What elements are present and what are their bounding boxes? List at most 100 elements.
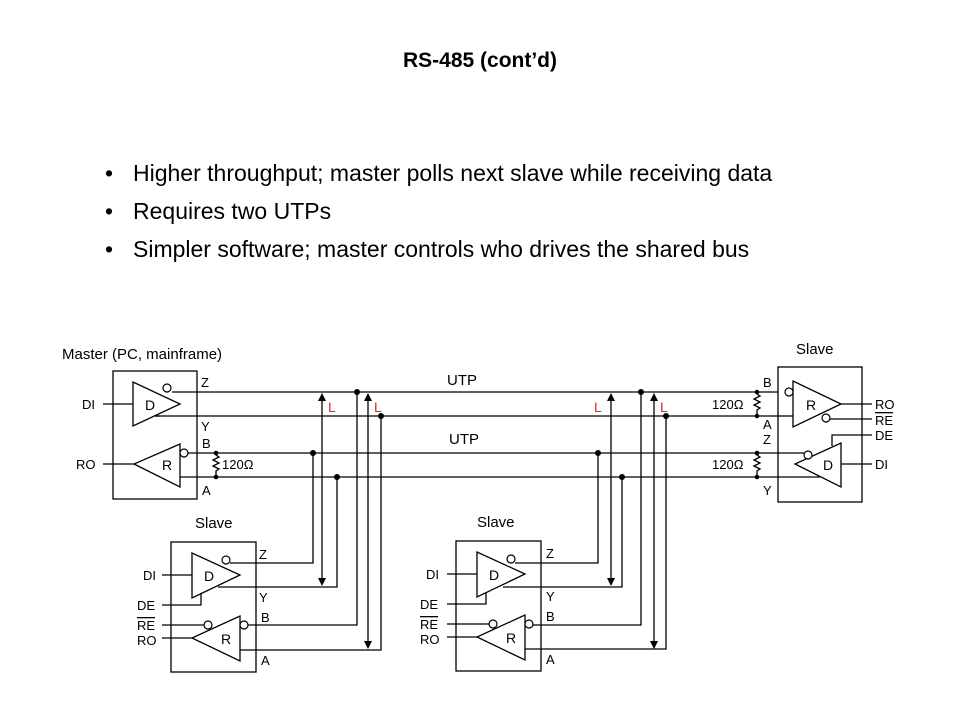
- slave-middle-box: [455, 540, 542, 672]
- slave-right-receiver-label: R: [806, 397, 816, 413]
- junction-dot: [334, 474, 340, 480]
- master-ro-label: RO: [76, 457, 96, 472]
- resistor-icon: [753, 391, 761, 413]
- utp-label-bottom: UTP: [449, 431, 479, 448]
- inverting-bubble-icon: [784, 387, 794, 397]
- master-z-label: Z: [201, 375, 209, 390]
- junction-dot: [754, 389, 760, 395]
- slave-middle-a-label: A: [546, 652, 555, 667]
- wire: [162, 594, 202, 606]
- slave-middle-node: Slave D DI DE RE RO Z Y B A R: [420, 389, 669, 672]
- wire: [533, 392, 642, 626]
- slave-left-re-label: RE: [137, 618, 155, 633]
- slave-middle-re-label: RE: [420, 617, 438, 632]
- slave-left-di-label: DI: [143, 568, 156, 583]
- junction-dot: [310, 450, 316, 456]
- load-marker: L: [660, 399, 668, 415]
- master-receiver-label: R: [162, 457, 172, 473]
- slave-middle-driver-triangle: [476, 550, 527, 599]
- inverting-bubble-icon: [488, 619, 498, 629]
- inverting-bubble-icon: [803, 450, 813, 460]
- bullet-marker: •: [105, 236, 114, 262]
- arrow-down-icon: [364, 641, 372, 649]
- load-marker: L: [328, 399, 336, 415]
- slave-right-re-label: RE: [875, 413, 893, 428]
- slave-left-driver-label: D: [204, 568, 214, 584]
- wire: [831, 434, 872, 446]
- slave-right-ro-label: RO: [875, 397, 895, 412]
- arrow-up-icon: [318, 393, 326, 401]
- wire: [248, 392, 358, 626]
- arrow-up-icon: [650, 393, 658, 401]
- bullet-marker: •: [105, 160, 114, 186]
- master-di-label: DI: [82, 397, 95, 412]
- slave-left-driver-triangle: [191, 551, 242, 600]
- load-marker: L: [374, 399, 382, 415]
- bullet-text: Higher throughput; master polls next sla…: [133, 160, 773, 186]
- inverting-bubble-icon: [221, 555, 231, 565]
- slave-middle-ro-label: RO: [420, 632, 440, 647]
- master-resistor-label: 120Ω: [222, 457, 254, 472]
- slave-right-driver-triangle: [793, 441, 842, 489]
- wire: [218, 477, 338, 588]
- junction-dot: [754, 450, 760, 456]
- slave-left-box: [170, 541, 257, 673]
- load-marker: L: [594, 399, 602, 415]
- bullet-text: Simpler software; master controls who dr…: [133, 236, 750, 262]
- slave-left-b-label: B: [261, 610, 270, 625]
- slave-left-receiver-label: R: [221, 631, 231, 647]
- slave-right-label: Slave: [796, 341, 834, 358]
- wire: [230, 453, 314, 564]
- junction-dot: [354, 389, 360, 395]
- master-a-label: A: [202, 483, 211, 498]
- slave-middle-di-label: DI: [426, 567, 439, 582]
- bullet-item: • Higher throughput; master polls next sl…: [105, 158, 885, 189]
- slave-right-de-label: DE: [875, 428, 893, 443]
- arrow-up-icon: [364, 393, 372, 401]
- master-driver-label: D: [145, 397, 155, 413]
- wire: [240, 416, 382, 651]
- slide-title: RS-485 (cont’d): [402, 49, 557, 72]
- slave-middle-b-label: B: [546, 609, 555, 624]
- slave-right-node: Slave R RO RE B A D DE DI Z Y 120Ω 120Ω: [712, 341, 895, 503]
- master-label: Master (PC, mainframe): [62, 346, 222, 363]
- slave-right-di-label: DI: [875, 457, 888, 472]
- wire: [515, 453, 599, 564]
- inverting-bubble-icon: [506, 554, 516, 564]
- bullet-list: • Higher throughput; master polls next sl…: [105, 158, 885, 272]
- bullet-text: Requires two UTPs: [133, 198, 332, 224]
- wire: [525, 416, 667, 650]
- wire: [503, 477, 623, 588]
- slave-left-z-label: Z: [259, 547, 267, 562]
- slave-middle-receiver-label: R: [506, 630, 516, 646]
- slave-right-y-label: Y: [763, 483, 772, 498]
- slave-left-label: Slave: [195, 515, 233, 532]
- master-y-label: Y: [201, 419, 210, 434]
- slave-middle-receiver-triangle: [475, 613, 526, 662]
- master-b-label: B: [202, 436, 211, 451]
- wire: [447, 593, 487, 605]
- bus-lines: [155, 391, 778, 478]
- slave-right-resistor-top-label: 120Ω: [712, 397, 744, 412]
- bullet-marker: •: [105, 198, 114, 224]
- junction-dot: [213, 450, 219, 456]
- junction-dot: [213, 474, 219, 480]
- inverting-bubble-icon: [821, 413, 831, 423]
- junction-dot: [378, 413, 384, 419]
- slave-left-node: Slave D DI DE RE RO Z Y B A R: [137, 389, 384, 673]
- arrow-down-icon: [318, 578, 326, 586]
- slave-left-de-label: DE: [137, 598, 155, 613]
- arrow-up-icon: [607, 393, 615, 401]
- utp-label-top: UTP: [447, 372, 477, 389]
- slave-left-receiver-triangle: [190, 614, 241, 663]
- master-node: Master (PC, mainframe) D DI Z Y R RO B A…: [62, 346, 254, 500]
- junction-dot: [619, 474, 625, 480]
- slave-right-a-label: A: [763, 417, 772, 432]
- slave-middle-y-label: Y: [546, 589, 555, 604]
- slave-middle-z-label: Z: [546, 546, 554, 561]
- slave-left-ro-label: RO: [137, 633, 157, 648]
- inverting-bubble-icon: [239, 620, 249, 630]
- master-driver-triangle: [132, 380, 182, 428]
- slave-right-receiver-triangle: [792, 379, 843, 429]
